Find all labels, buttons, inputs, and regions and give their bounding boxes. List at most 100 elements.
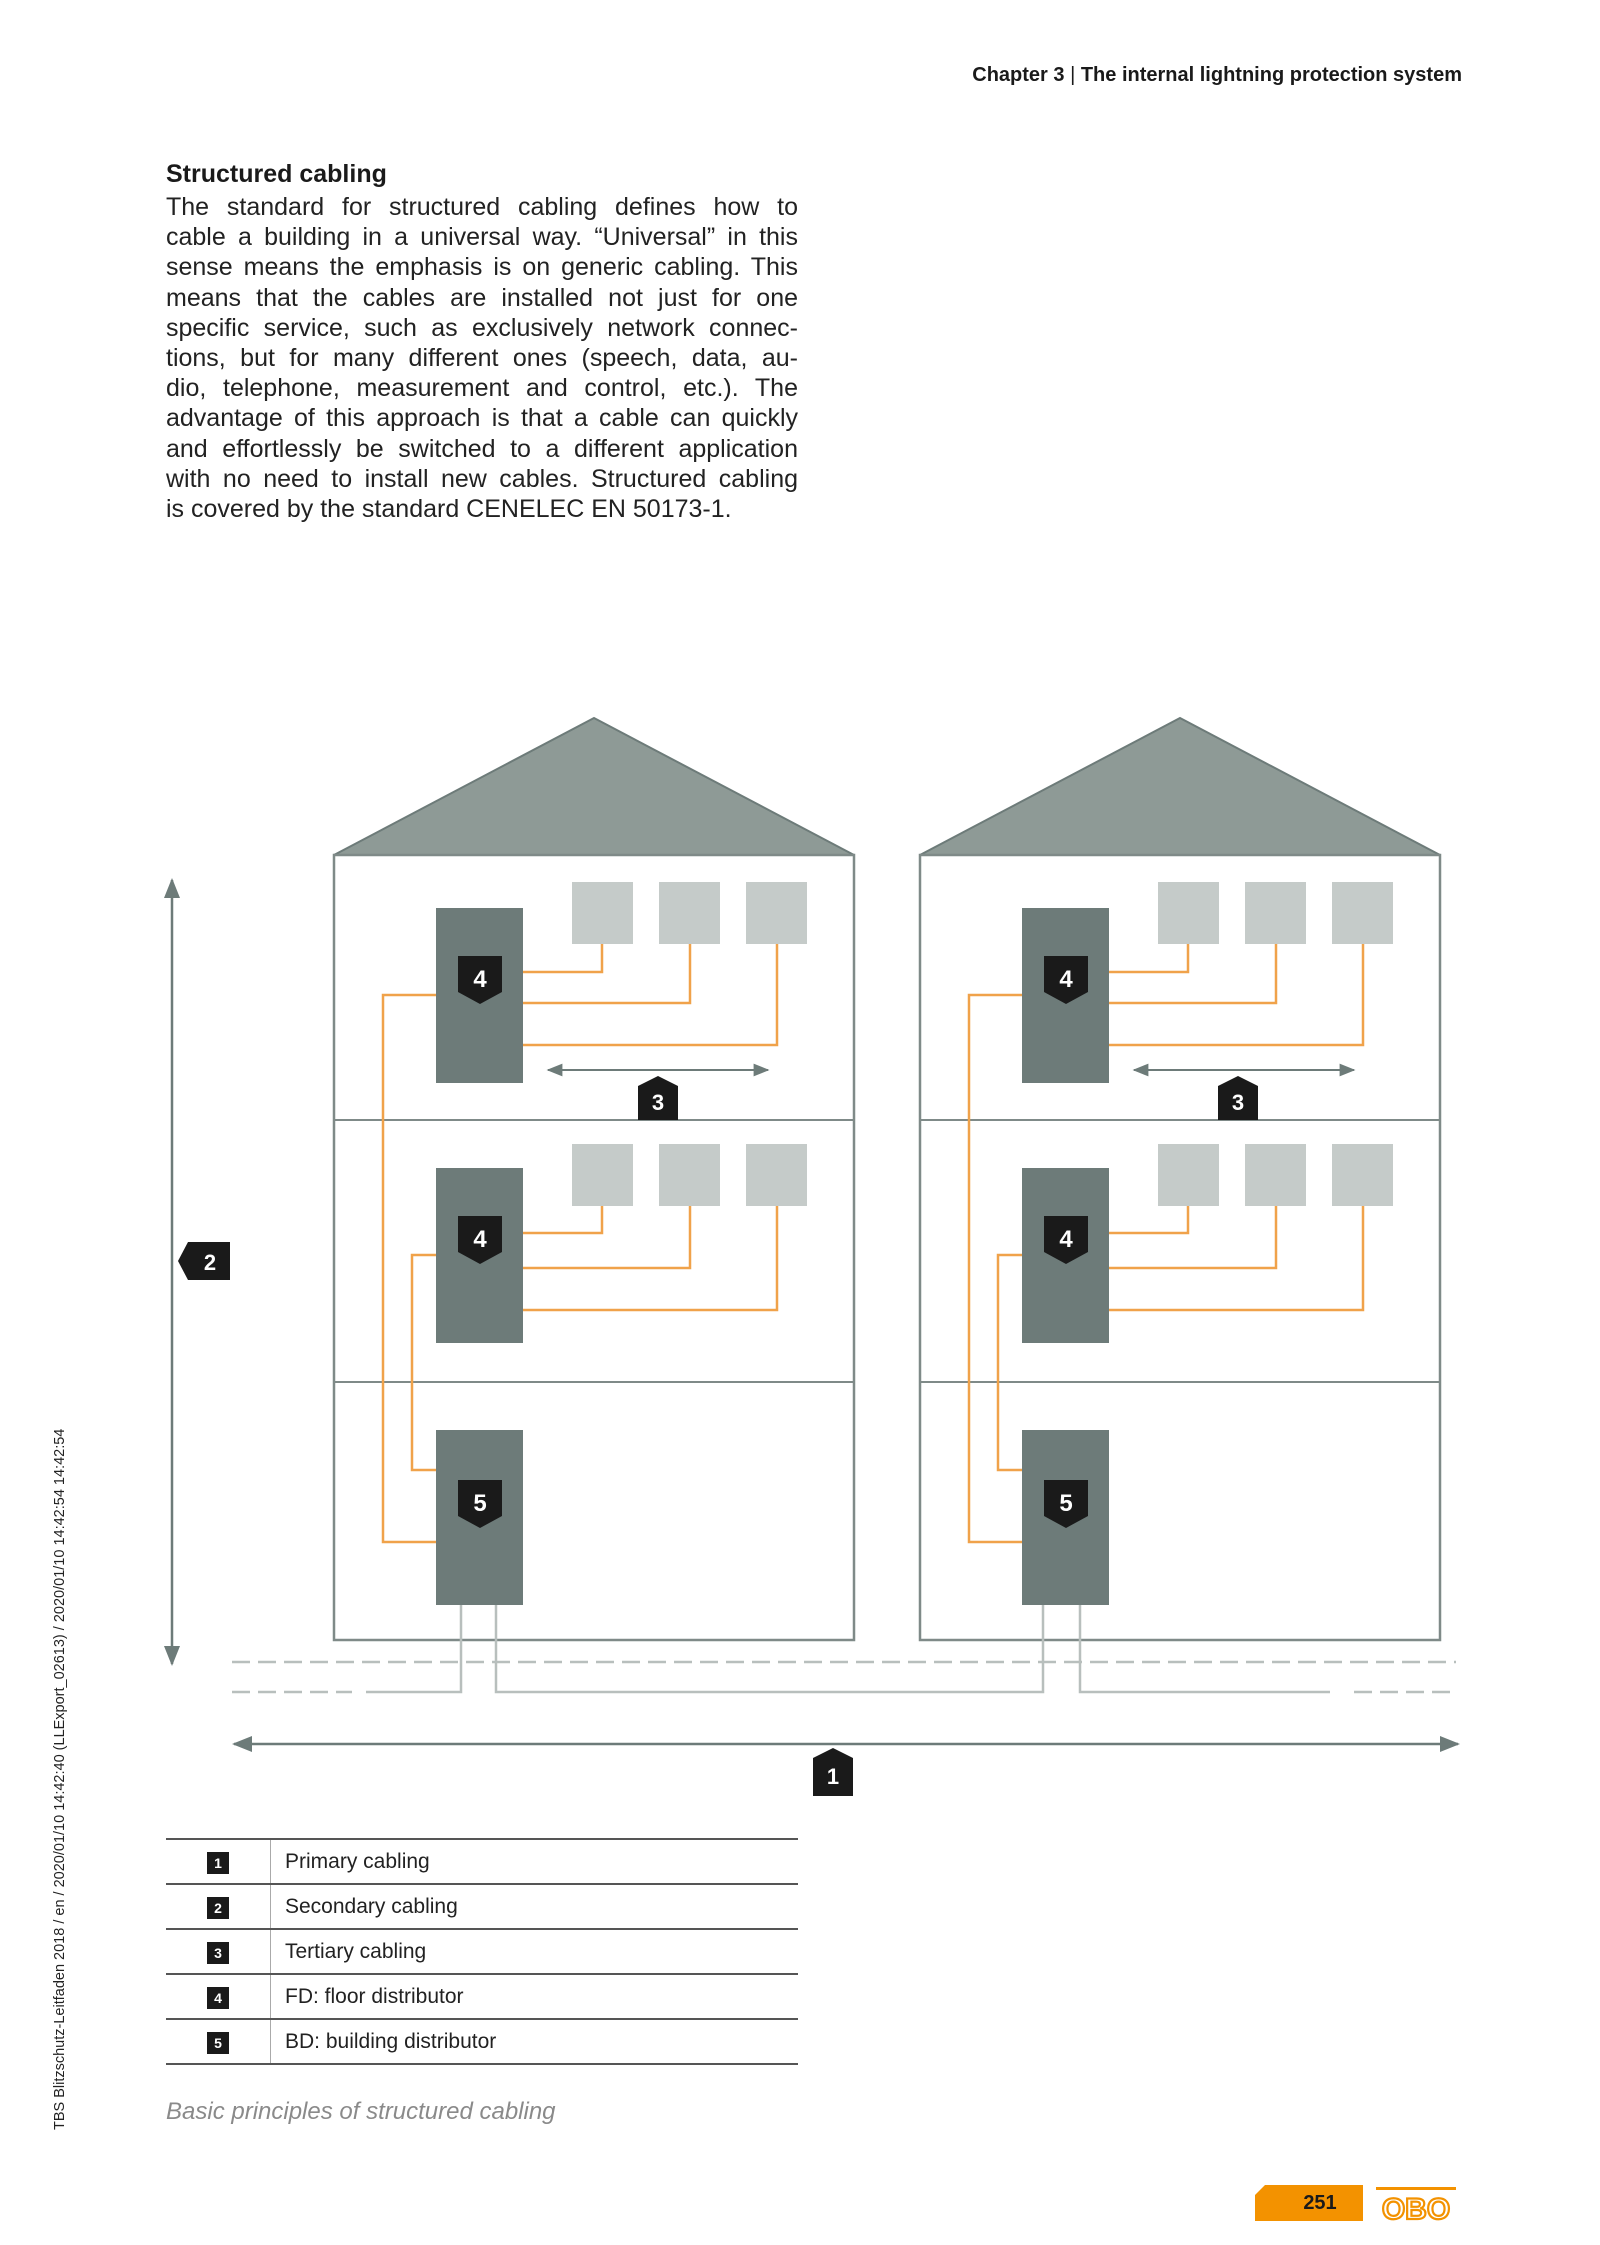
cables-right [967,944,1365,1544]
body-line: tions, but for many different ones (spee… [166,344,798,373]
outlet [572,1144,633,1206]
body-line: dio, telephone, measurement and control,… [166,374,798,403]
primary-badge: 1 [813,1748,853,1796]
secondary-cable [410,1253,436,1472]
outlets [572,882,1393,1206]
chapter-header: Chapter 3 | The internal lightning prote… [972,64,1462,87]
outlet [1332,1144,1393,1206]
legend-row: 5 BD: building distributor [166,2018,798,2065]
badge-label: 4 [473,1226,487,1253]
badge-label: 5 [1059,1490,1072,1517]
building-outline [918,853,1442,1642]
tertiary-cable [523,1206,779,1312]
fd-badge: 4 [1044,956,1088,1004]
badge-label: 5 [473,1490,486,1517]
legend-badge: 4 [207,1986,229,2009]
legend-row: 4 FD: floor distributor [166,1973,798,2020]
page-number: 251 [1303,2192,1337,2214]
badge-label: 4 [473,966,487,993]
outlet [659,1144,720,1206]
outlet [1332,882,1393,944]
secondary-cable [381,993,436,1544]
legend-badge: 3 [207,1941,229,1964]
legend-row: 2 Secondary cabling [166,1883,798,1930]
body-line: sense means the emphasis is on generic c… [166,253,798,282]
fd-badge: 4 [1044,1216,1088,1264]
fd-badge: 4 [458,1216,502,1264]
body-line: and effortlessly be switched to a differ… [166,434,798,463]
body-line: cable a building in a universal way. “Un… [166,223,798,252]
tertiary-cable [1109,944,1190,974]
legend-row: 3 Tertiary cabling [166,1928,798,1975]
bd-badge: 5 [1044,1480,1088,1528]
legend-label: Primary cabling [270,1838,798,1885]
legend-row: 1 Primary cabling [166,1838,798,1885]
chapter-number: Chapter 3 [972,64,1065,86]
tertiary-cable [1109,1206,1278,1270]
campus-cable [494,1605,1045,1694]
legend-badge: 2 [207,1896,229,1919]
cables-left [381,944,779,1544]
legend-label: Tertiary cabling [270,1928,798,1975]
logo-text: OBO [1382,2193,1450,2224]
roof [919,716,1441,856]
tertiary-cable [523,944,692,1005]
body-line: means that the cables are installed not … [166,283,798,312]
building-left [332,716,856,1642]
section-title: Structured cabling [166,160,387,188]
tertiary-cable [1109,1206,1190,1235]
building-right [918,716,1442,1642]
outlet [746,1144,807,1206]
badge-label: 4 [1059,1226,1073,1253]
tertiary-cable [1109,944,1278,1005]
figure-caption: Basic principles of structured cabling [166,2098,556,2125]
badge-label: 3 [652,1090,664,1115]
secondary-cable [996,1253,1022,1472]
badge-label: 1 [827,1764,839,1789]
legend-badge: 1 [207,1851,229,1874]
legend-table: 1 Primary cabling 2 Secondary cabling 3 … [166,1838,798,2065]
tertiary-badge: 3 [1218,1076,1258,1120]
legend-label: BD: building distributor [270,2018,798,2065]
tertiary-cable [1109,944,1365,1047]
body-line: advantage of this approach is that a cab… [166,404,798,433]
outlet [659,882,720,944]
outlet [1245,882,1306,944]
bd-badge: 5 [458,1480,502,1528]
sidebar-export-note: TBS Blitzschutz-Leitfaden 2018 / en / 20… [52,1428,68,2130]
roof [333,716,855,856]
outlet [1158,1144,1219,1206]
secondary-badge: 2 [178,1242,230,1280]
secondary-cable [967,993,1022,1544]
campus-cables [232,1605,1456,1694]
tertiary-cable [523,1206,692,1270]
obo-logo: OBO [1376,2187,1456,2224]
chapter-title: The internal lightning protection system [1080,64,1462,86]
tertiary-cable [523,944,779,1047]
building-outline [332,853,856,1642]
tertiary-cable [1109,1206,1365,1312]
badge-label: 2 [204,1250,216,1275]
tertiary-cable [523,944,604,974]
tertiary-cable [523,1206,604,1235]
body-paragraph: The standard for structured cabling defi… [166,192,798,524]
body-line: The standard for structured cabling defi… [166,193,798,221]
body-line: specific service, such as exclusively ne… [166,313,798,342]
outlet [746,882,807,944]
legend-label: FD: floor distributor [270,1973,798,2020]
tertiary-badge: 3 [638,1076,678,1120]
badge-label: 3 [1232,1090,1244,1115]
outlet [1245,1144,1306,1206]
page-number-tab [1255,2185,1363,2221]
outlet [572,882,633,944]
campus-cable [366,1605,463,1694]
legend-badge: 5 [207,2031,229,2054]
header-separator: | [1070,64,1076,86]
campus-cable [1078,1605,1330,1694]
outlet [1158,882,1219,944]
legend-label: Secondary cabling [270,1883,798,1930]
distributors [436,908,1109,1605]
body-line: with no need to install new cables. Stru… [166,464,798,493]
fd-badge: 4 [458,956,502,1004]
